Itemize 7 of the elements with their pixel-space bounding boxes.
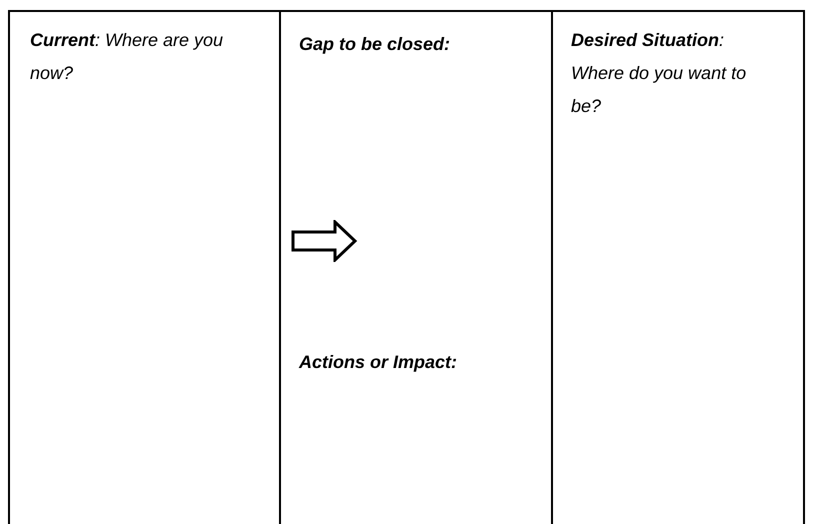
column-heading: Actions or Impact: [299, 351, 458, 374]
table-column [551, 10, 805, 524]
column-prompt: Desired Situation: Where do you want to be? [571, 29, 748, 118]
table-column [8, 10, 281, 524]
table-column [279, 10, 553, 524]
column-heading: Gap to be closed: [299, 33, 450, 56]
column-prompt: Current: Where are you now? [30, 29, 224, 85]
